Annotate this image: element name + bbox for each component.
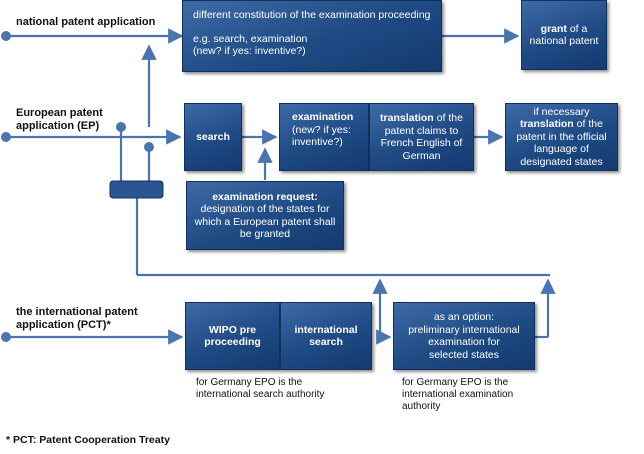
national-examination-line-3: (new? if yes: inventive?): [193, 45, 306, 57]
label-european-patent-application: European patent application (EP): [16, 107, 103, 132]
search-box: search: [184, 103, 242, 171]
examination-request-rest: designation of the states for which a Eu…: [194, 203, 336, 240]
branch-dot-loop: [144, 142, 154, 152]
examination-bold: examination: [292, 111, 354, 123]
preliminary-examination-text: as an option: preliminary international …: [408, 311, 520, 361]
national-start-dot: [1, 31, 11, 41]
grant-rest: of a national patent: [529, 22, 599, 48]
translation-box: translation of the patent claims to Fren…: [369, 103, 474, 171]
wipo-box: WIPO pre proceeding: [185, 302, 280, 370]
label-national-patent-application: national patent application: [16, 16, 156, 28]
footnote-pct: * PCT: Patent Cooperation Treaty: [6, 434, 170, 446]
national-examination-line-2: e.g. search, examination: [193, 32, 308, 45]
examination-box: examination (new? if yes: inventive?): [279, 103, 369, 171]
national-examination-line-1: different constitution of the examinatio…: [193, 9, 431, 21]
translation-bold: translation: [380, 112, 434, 124]
official-language-bold: translation: [520, 118, 574, 131]
national-examination-box: different constitution of the examinatio…: [182, 0, 442, 72]
official-language-pre: if necessary: [533, 105, 590, 118]
examination-rest: (new? if yes: inventive?): [292, 123, 351, 149]
examination-request-bold: examination request:: [212, 190, 318, 203]
branch-dot-national: [116, 122, 126, 132]
preliminary-examination-box: as an option: preliminary international …: [393, 302, 535, 370]
search-text: search: [196, 130, 230, 143]
international-search-box: international search: [280, 302, 372, 370]
note-examination-authority: for Germany EPO is the international exa…: [402, 377, 514, 412]
junction-connector: [109, 180, 164, 199]
translation-rest: of the patent claims to French English o…: [380, 112, 463, 162]
european-start-dot: [1, 132, 11, 142]
official-language-translation-box: if necessary translation of the patent i…: [505, 103, 618, 171]
wipo-text: WIPO pre proceeding: [204, 323, 261, 349]
grant-box: grant of a national patent: [521, 0, 607, 70]
examination-request-box: examination request: designation of the …: [186, 181, 344, 250]
international-search-text: international search: [294, 323, 358, 349]
pct-start-dot: [1, 332, 11, 342]
note-search-authority: for Germany EPO is the international sea…: [196, 377, 325, 400]
grant-bold: grant: [540, 22, 567, 35]
label-international-patent-application: the international patent application (PC…: [16, 306, 138, 331]
official-language-rest: of the patent in the official language o…: [516, 118, 607, 168]
